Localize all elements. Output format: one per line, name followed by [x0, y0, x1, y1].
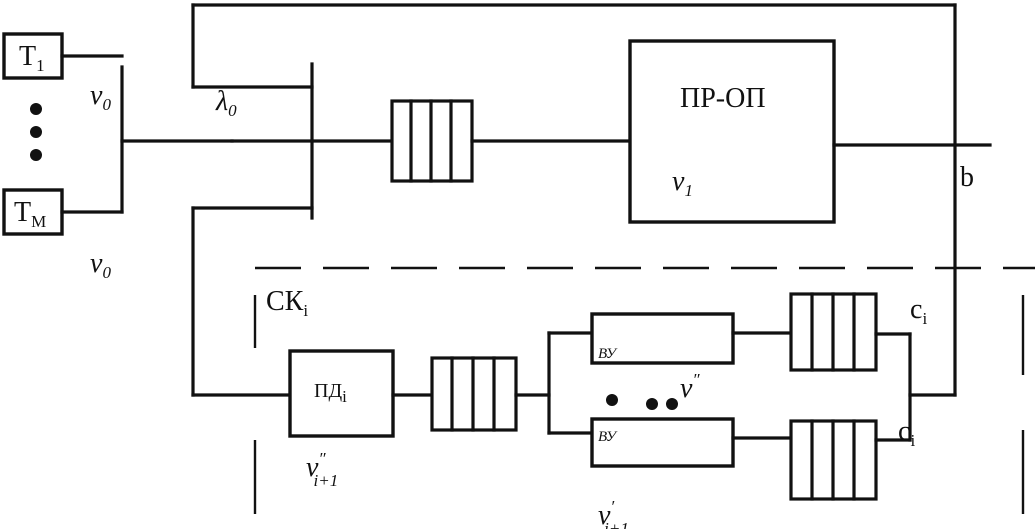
- input-collector: [191, 62, 394, 397]
- output-queue-bottom: [789, 419, 878, 501]
- feedback-loop-top: [191, 3, 957, 397]
- subsystem-boundary: [253, 266, 1035, 514]
- terminal-t1-base: T: [19, 41, 36, 72]
- device-top-label: ВУ: [598, 346, 618, 362]
- terminal-t1-sub: 1: [36, 56, 45, 75]
- terminal-rate-top: v0: [90, 80, 111, 114]
- subsystem-label: СКi: [266, 286, 308, 320]
- processor-rate: v1: [672, 166, 693, 200]
- terminal-dots: [30, 103, 42, 161]
- terminal-merge-lines: [60, 54, 234, 214]
- device-fanout-lines: [514, 331, 594, 435]
- transmitter-block: ПДi: [288, 349, 395, 438]
- terminal-rate-bottom: v0: [90, 248, 111, 282]
- terminal-tm-sub: M: [31, 212, 46, 231]
- processor-title: ПР-ОП: [680, 83, 766, 114]
- output-queue-top: [789, 292, 878, 372]
- ellipsis-dot: [666, 398, 678, 410]
- output-bottom-label: ci: [898, 416, 915, 450]
- ellipsis-dot: [30, 103, 42, 115]
- output-merge-lines: [874, 332, 957, 442]
- output-top-label: ci: [910, 294, 927, 328]
- terminal-tm: TM: [2, 188, 64, 236]
- ellipsis-dot: [646, 398, 658, 410]
- device-rate-bottom: v′i+1: [598, 497, 629, 529]
- device-bottom-label: ВУ: [598, 429, 618, 445]
- svg-text:TM: TM: [14, 197, 46, 231]
- device-bottom: ВУ: [590, 417, 735, 468]
- ellipsis-dot: [606, 394, 618, 406]
- transmitter-rate: v″i+1: [306, 449, 338, 490]
- ellipsis-dot: [30, 126, 42, 138]
- terminal-t1: T1: [2, 32, 64, 80]
- transmitter-label: ПДi: [314, 380, 347, 406]
- device-ellipsis: [606, 394, 678, 410]
- processor-output-label: b: [960, 162, 974, 193]
- device-top: ВУ: [590, 312, 735, 365]
- terminal-tm-base: T: [14, 197, 31, 228]
- switch-input-label: λ0: [215, 86, 237, 120]
- processor-block: ПР-ОП v1: [628, 39, 836, 224]
- ellipsis-dot: [30, 149, 42, 161]
- svg-text:T1: T1: [19, 41, 45, 75]
- main-queue: [390, 99, 474, 183]
- device-rate: v″: [680, 370, 700, 404]
- subsystem-queue: [430, 356, 518, 432]
